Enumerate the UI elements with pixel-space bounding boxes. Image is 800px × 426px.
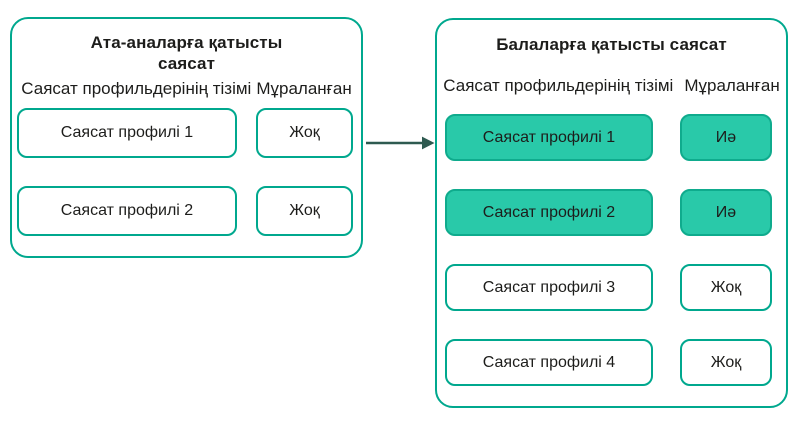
policy-profile-box: Саясат профилі 2 [17,186,237,236]
profiles-column-header: Саясат профильдерінің тізімі [21,79,252,98]
child-panel-title: Балаларға қатысты саясат [496,35,727,54]
policy-row: Саясат профилі 1 Жоқ [17,108,353,158]
inherited-column-header: Мұраланған [684,76,780,95]
inherited-status-box: Иә [680,189,772,236]
inherited-status-box: Жоқ [680,264,772,311]
child-policy-panel: Балаларға қатысты саясат Саясат профильд… [435,18,788,408]
inherited-column-header: Мұраланған [256,79,352,98]
policy-row: Саясат профилі 1 Иә [445,114,772,161]
policy-profile-box: Саясат профилі 3 [445,264,653,311]
parent-policy-panel: Ата-аналарға қатысты саясат Саясат профи… [10,17,363,258]
parent-policy-rows: Саясат профилі 1 Жоқ Саясат профилі 2 Жо… [12,108,361,236]
parent-panel-title: Ата-аналарға қатысты саясат [90,33,283,73]
inherited-status-box: Жоқ [680,339,772,386]
policy-row: Саясат профилі 3 Жоқ [445,264,772,311]
policy-profile-box: Саясат профилі 1 [445,114,653,161]
child-policy-rows: Саясат профилі 1 Иә Саясат профилі 2 Иә … [437,114,786,386]
policy-profile-box: Саясат профилі 2 [445,189,653,236]
child-column-headers: Саясат профильдерінің тізімі Мұраланған [437,75,786,96]
policy-row: Саясат профилі 2 Иә [445,189,772,236]
parent-column-headers: Саясат профильдерінің тізімі Мұраланған [12,78,361,99]
right-arrow-icon [366,136,435,150]
inherited-status-box: Иә [680,114,772,161]
profiles-column-header: Саясат профильдерінің тізімі [443,76,674,95]
policy-row: Саясат профилі 4 Жоқ [445,339,772,386]
policy-profile-box: Саясат профилі 4 [445,339,653,386]
policy-profile-box: Саясат профилі 1 [17,108,237,158]
inheritance-arrow [366,134,436,152]
inherited-status-box: Жоқ [256,186,353,236]
policy-row: Саясат профилі 2 Жоқ [17,186,353,236]
inherited-status-box: Жоқ [256,108,353,158]
